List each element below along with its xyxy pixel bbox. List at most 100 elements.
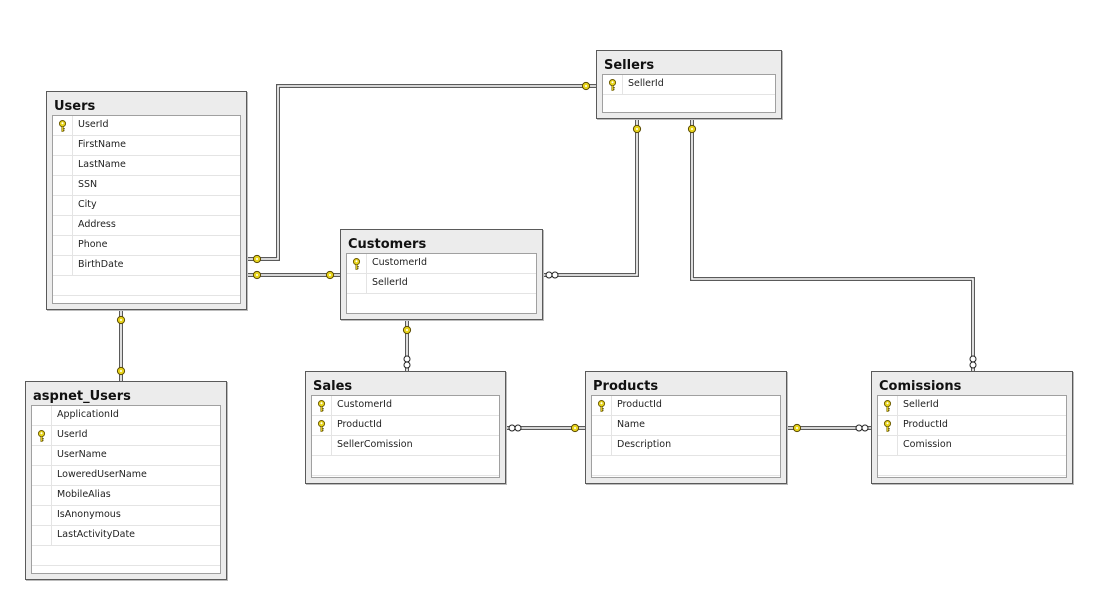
row-selector[interactable] bbox=[592, 396, 612, 415]
column-row[interactable]: LastActivityDate bbox=[32, 526, 220, 546]
column-row[interactable]: SSN bbox=[53, 176, 240, 196]
column-row[interactable]: FirstName bbox=[53, 136, 240, 156]
relationship-users-customers[interactable] bbox=[247, 270, 340, 280]
row-selector[interactable] bbox=[32, 406, 52, 425]
row-selector[interactable] bbox=[53, 156, 73, 175]
row-selector[interactable] bbox=[53, 136, 73, 155]
row-selector[interactable] bbox=[53, 116, 73, 135]
row-selector[interactable] bbox=[347, 254, 367, 273]
row-selector[interactable] bbox=[603, 75, 623, 94]
column-name: ProductId bbox=[903, 419, 948, 430]
column-name: SellerComission bbox=[337, 439, 413, 450]
table-title: Products bbox=[593, 379, 659, 394]
relationship-products-sales[interactable] bbox=[506, 423, 585, 433]
column-name: FirstName bbox=[78, 139, 127, 150]
row-selector[interactable] bbox=[592, 416, 612, 435]
column-name: SellerId bbox=[372, 277, 408, 288]
column-row[interactable]: SellerId bbox=[878, 396, 1066, 416]
row-selector[interactable] bbox=[32, 466, 52, 485]
column-name: Phone bbox=[78, 239, 108, 250]
column-row[interactable]: ApplicationId bbox=[32, 406, 220, 426]
column-row[interactable]: City bbox=[53, 196, 240, 216]
column-row[interactable]: BirthDate bbox=[53, 256, 240, 276]
column-row[interactable]: MobileAlias bbox=[32, 486, 220, 506]
column-row[interactable]: SellerId bbox=[347, 274, 536, 294]
relationship-sellers-comissions[interactable] bbox=[687, 119, 977, 371]
column-row[interactable]: IsAnonymous bbox=[32, 506, 220, 526]
relationship-users-aspnet_users[interactable] bbox=[116, 310, 126, 381]
row-selector[interactable] bbox=[32, 506, 52, 525]
column-row[interactable]: ProductId bbox=[592, 396, 780, 416]
new-column-row[interactable] bbox=[312, 456, 499, 476]
one-end-key-icon bbox=[116, 366, 126, 376]
relationship-customers-sales[interactable] bbox=[402, 320, 412, 371]
column-row[interactable]: CustomerId bbox=[312, 396, 499, 416]
column-row[interactable]: UserId bbox=[53, 116, 240, 136]
new-column-row[interactable] bbox=[32, 546, 220, 566]
row-selector[interactable] bbox=[312, 436, 332, 455]
row-selector[interactable] bbox=[312, 396, 332, 415]
new-column-row[interactable] bbox=[53, 276, 240, 296]
column-row[interactable]: ProductId bbox=[878, 416, 1066, 436]
column-row[interactable]: Name bbox=[592, 416, 780, 436]
relationship-users-sellers[interactable] bbox=[247, 81, 596, 264]
row-selector[interactable] bbox=[347, 274, 367, 293]
row-selector[interactable] bbox=[878, 396, 898, 415]
column-row[interactable]: Address bbox=[53, 216, 240, 236]
one-end-key-icon bbox=[252, 270, 262, 280]
column-row[interactable]: LastName bbox=[53, 156, 240, 176]
column-name: LastActivityDate bbox=[57, 529, 136, 540]
table-title: Sales bbox=[313, 379, 353, 394]
row-selector[interactable] bbox=[32, 426, 52, 445]
new-column-row[interactable] bbox=[592, 456, 780, 476]
row-selector[interactable] bbox=[312, 416, 332, 435]
row-selector[interactable] bbox=[592, 436, 612, 455]
column-name: City bbox=[78, 199, 97, 210]
relationship-products-comissions[interactable] bbox=[787, 423, 871, 433]
column-row[interactable]: SellerId bbox=[603, 75, 775, 95]
row-selector[interactable] bbox=[53, 176, 73, 195]
row-selector[interactable] bbox=[53, 196, 73, 215]
primary-key-icon bbox=[352, 257, 361, 270]
row-selector[interactable] bbox=[32, 526, 52, 545]
column-row[interactable]: UserName bbox=[32, 446, 220, 466]
primary-key-icon bbox=[37, 429, 46, 442]
column-row[interactable]: Description bbox=[592, 436, 780, 456]
column-name: UserName bbox=[57, 449, 107, 460]
one-end-key-icon bbox=[632, 124, 642, 134]
new-column-row[interactable] bbox=[603, 95, 775, 112]
one-end-key-icon bbox=[252, 254, 262, 264]
column-name: SSN bbox=[78, 179, 98, 190]
column-row[interactable]: ProductId bbox=[312, 416, 499, 436]
row-selector[interactable] bbox=[32, 446, 52, 465]
row-selector[interactable] bbox=[878, 436, 898, 455]
row-selector[interactable] bbox=[53, 256, 73, 275]
primary-key-icon bbox=[317, 399, 326, 412]
new-column-row[interactable] bbox=[878, 456, 1066, 476]
column-row[interactable]: CustomerId bbox=[347, 254, 536, 274]
row-selector[interactable] bbox=[32, 486, 52, 505]
table-title: Customers bbox=[348, 237, 427, 252]
row-selector[interactable] bbox=[878, 416, 898, 435]
column-row[interactable]: Comission bbox=[878, 436, 1066, 456]
row-selector[interactable] bbox=[53, 216, 73, 235]
column-row[interactable]: SellerComission bbox=[312, 436, 499, 456]
column-row[interactable]: UserId bbox=[32, 426, 220, 446]
column-grid: SellerId bbox=[602, 74, 776, 113]
row-selector[interactable] bbox=[53, 236, 73, 255]
relationship-sellers-customers[interactable] bbox=[543, 119, 642, 279]
column-row[interactable]: LoweredUserName bbox=[32, 466, 220, 486]
column-row[interactable]: Phone bbox=[53, 236, 240, 256]
new-column-row[interactable] bbox=[347, 294, 536, 313]
